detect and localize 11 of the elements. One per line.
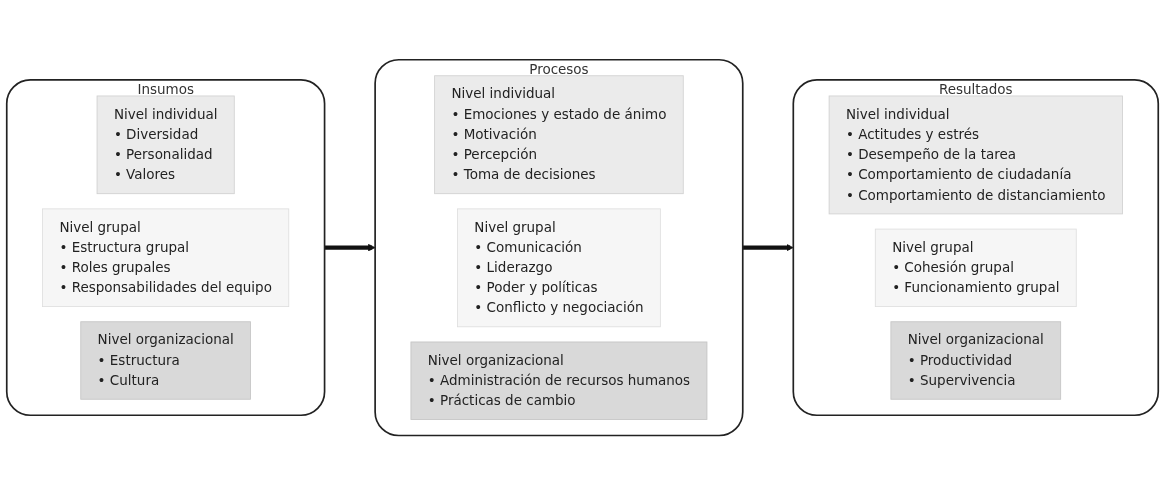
node-box: Nivel individual • Emociones y estado de ánimo • Motivación • Percepción • Toma de decisiones [434,75,684,194]
node-box: Nivel organizacional • Administración de recursos humanos • Prácticas de cambio [410,341,708,420]
node-box: Nivel grupal • Estructura grupal • Roles grupales • Responsabilidades del equipo [42,208,290,307]
node-box: Nivel individual • Diversidad • Personalidad • Valores [96,95,235,194]
node-box: Nivel individual • Actitudes y estrés • Desempeño de la tarea • Comportamiento de ciudadanía • Comportamiento de distanciamiento [828,95,1123,215]
node-box: Nivel organizacional • Estructura • Cultura [80,321,251,400]
arrow [324,243,376,252]
node-box: Nivel grupal • Comunicación • Liderazgo • Poder y políticas • Conflicto y negociación [457,208,661,328]
node-box: Nivel organizacional • Productividad • Supervivencia [890,321,1062,400]
node-box: Nivel grupal • Cohesión grupal • Funcionamiento grupal [874,228,1077,307]
arrow [742,243,794,252]
